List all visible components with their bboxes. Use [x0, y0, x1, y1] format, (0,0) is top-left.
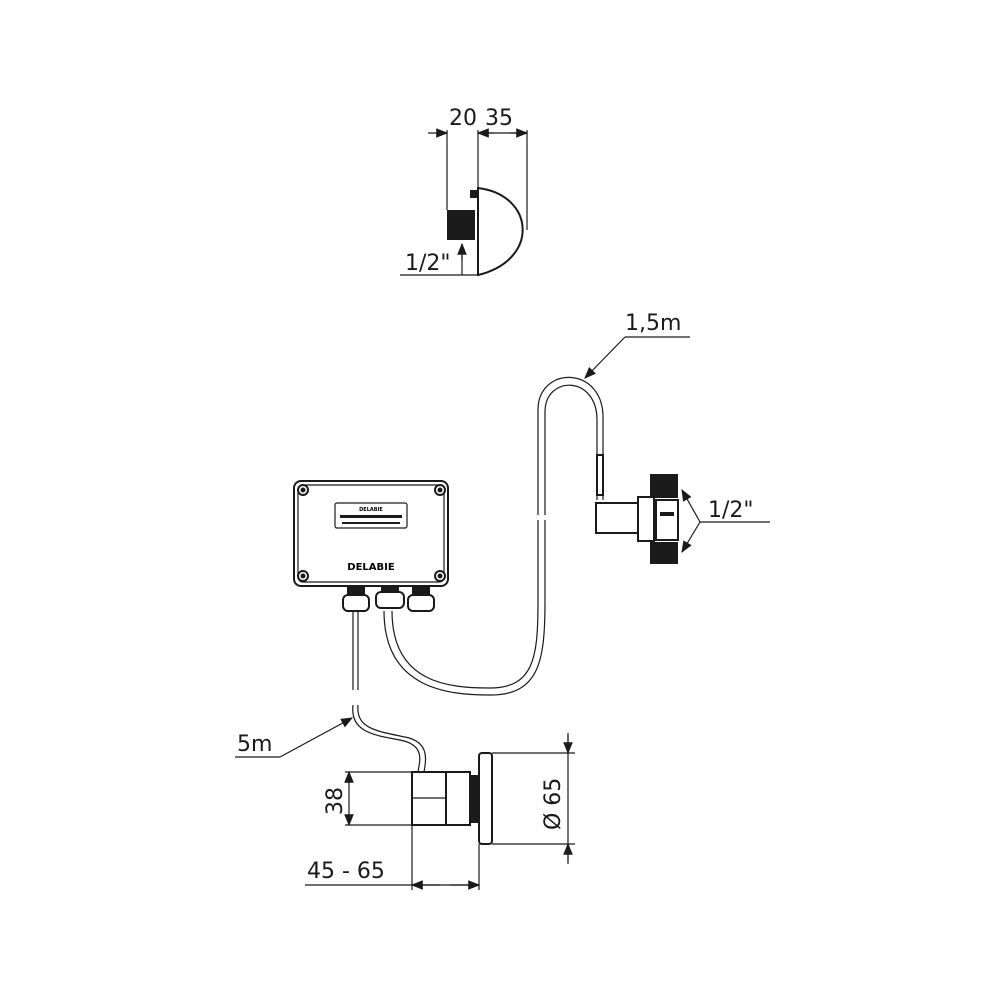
control-box: DELABIE DELABIE	[293, 480, 449, 612]
solenoid-valve: 1/2"	[595, 474, 770, 564]
top-component: 20 35 1/2"	[400, 106, 529, 277]
dim-sensor-height: 38	[323, 787, 348, 815]
cables	[352, 376, 604, 773]
dim-cable-sensor: 5m	[237, 732, 272, 757]
dim-top-thread: 1/2"	[405, 251, 451, 276]
dim-top-35: 35	[485, 106, 513, 131]
dim-top-20: 20	[449, 106, 477, 131]
dim-cable-valve: 1,5m	[625, 311, 681, 336]
sensor: 38 Ø 65 45 - 65	[305, 733, 575, 890]
dim-sensor-diameter: Ø 65	[541, 778, 566, 830]
dim-valve-thread: 1/2"	[708, 498, 754, 523]
label-brand: DELABIE	[359, 507, 383, 513]
screw-icons	[297, 484, 446, 582]
box-brand: DELABIE	[347, 562, 395, 573]
dim-wall-thickness: 45 - 65	[307, 859, 385, 884]
